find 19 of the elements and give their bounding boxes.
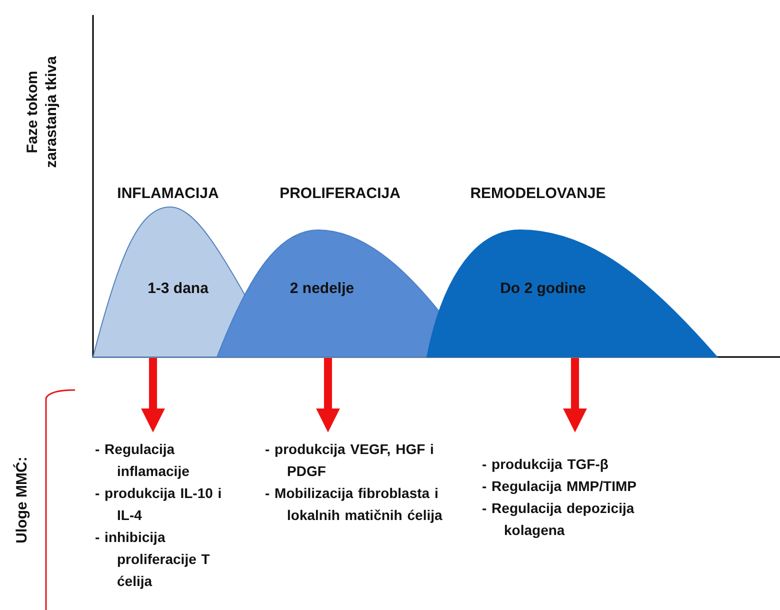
role-item: - inhibicija proliferacije T ćelija bbox=[95, 528, 211, 591]
role-item: - Regulacija inflamacije bbox=[95, 440, 190, 481]
arrow bbox=[141, 358, 165, 432]
arrow bbox=[316, 358, 340, 432]
axis-title: Uloge MMĆ: bbox=[12, 456, 32, 546]
phase-title: REMODELOVANJE bbox=[470, 185, 606, 202]
role-item: - Mobilizacija fibroblasta i lokalnih matičnih ćelija bbox=[265, 484, 443, 525]
arrow bbox=[563, 358, 587, 432]
role-item: - produkcija VEGF, HGF i PDGF bbox=[265, 440, 435, 481]
role-item: - Regulacija depozicija kolagena bbox=[482, 499, 636, 540]
role-item: - Regulacija MMP/TIMP bbox=[482, 477, 638, 496]
phase-title: INFLAMACIJA bbox=[117, 185, 219, 202]
phase-duration: 2 nedelje bbox=[290, 280, 354, 297]
role-item: - produkcija IL-10 i IL-4 bbox=[95, 484, 223, 525]
role-item: - produkcija TGF-β bbox=[482, 455, 610, 474]
axis-title: Faze tokom zarastanja tkiva bbox=[23, 55, 61, 170]
phase-title: PROLIFERACIJA bbox=[280, 185, 400, 202]
phase-duration: Do 2 godine bbox=[500, 280, 586, 297]
phase-duration: 1-3 dana bbox=[148, 280, 208, 297]
